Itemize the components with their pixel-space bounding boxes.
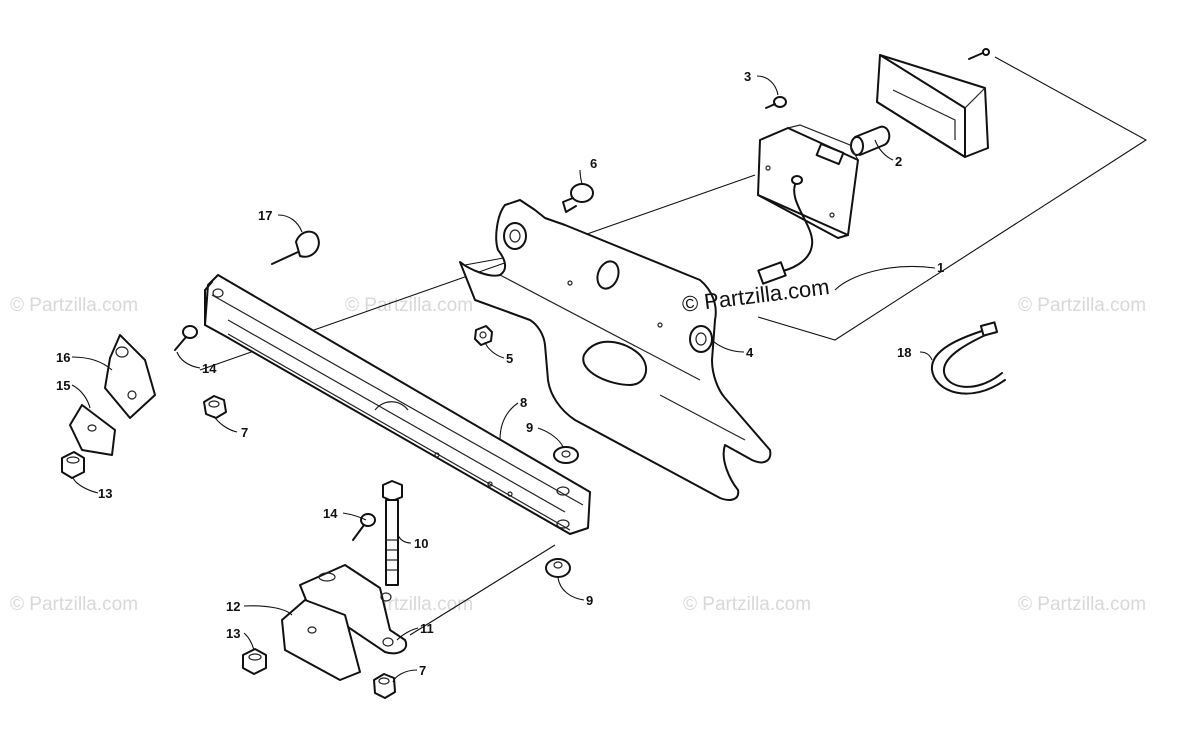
watermark-text: © Partzilla.com xyxy=(683,594,811,615)
callout-7: 7 xyxy=(419,663,426,678)
callout-15: 15 xyxy=(56,378,70,393)
callout-1: 1 xyxy=(937,260,944,275)
mounting-bar xyxy=(204,274,591,535)
watermark-text: © Partzilla.com xyxy=(10,594,138,615)
lower-bracket xyxy=(299,564,408,655)
bulb xyxy=(850,125,891,156)
callout-11: 11 xyxy=(420,621,434,636)
callout-2: 2 xyxy=(895,154,902,169)
washer xyxy=(545,558,571,578)
screw xyxy=(765,96,787,109)
license-plate-bracket xyxy=(459,199,772,501)
leader-lines xyxy=(71,75,936,683)
watermark-text: © Partzilla.com xyxy=(10,295,138,316)
callout-17: 17 xyxy=(258,208,272,223)
cable-tie xyxy=(930,321,1006,395)
watermark-text: © Partzilla.com xyxy=(1018,594,1146,615)
brand-label: © Partzilla.com xyxy=(681,274,831,317)
nut xyxy=(474,325,493,346)
callout-6: 6 xyxy=(590,156,597,171)
tail-light-lens xyxy=(876,48,990,158)
bolt xyxy=(352,513,376,541)
washer xyxy=(553,446,579,464)
watermark-text: © Partzilla.com xyxy=(1018,295,1146,316)
bolt xyxy=(174,325,198,351)
callout-5: 5 xyxy=(506,351,513,366)
assembly-bracket xyxy=(757,56,1148,341)
callout-14: 14 xyxy=(323,506,338,521)
light-socket-housing xyxy=(757,124,859,285)
callout-4: 4 xyxy=(746,345,754,360)
callout-12: 12 xyxy=(226,599,240,614)
callout-10: 10 xyxy=(414,536,428,551)
callout-8: 8 xyxy=(520,395,527,410)
long-bolt xyxy=(382,480,403,586)
backing-plate xyxy=(69,404,116,456)
callout-9: 9 xyxy=(586,593,593,608)
watermark-text: © Partzilla.com xyxy=(345,295,473,316)
callout-18: 18 xyxy=(897,345,911,360)
callout-9: 9 xyxy=(526,420,533,435)
left-bracket xyxy=(104,334,156,419)
nut xyxy=(373,673,396,699)
callout-13: 13 xyxy=(98,486,112,501)
nut xyxy=(203,395,227,419)
callout-labels: 1 2 3 4 5 6 7 7 8 9 9 10 11 12 13 13 14 … xyxy=(56,69,944,678)
bolt xyxy=(562,183,594,213)
callout-14: 14 xyxy=(202,361,217,376)
flange-nut xyxy=(242,648,267,675)
callout-13: 13 xyxy=(226,626,240,641)
flange-nut xyxy=(61,451,85,479)
callout-7: 7 xyxy=(241,425,248,440)
callout-16: 16 xyxy=(56,350,70,365)
thumb-screw xyxy=(271,230,320,265)
watermark-layer: © Partzilla.com © Partzilla.com © Partzi… xyxy=(10,295,1146,615)
backing-plate xyxy=(281,599,361,681)
callout-3: 3 xyxy=(744,69,751,84)
